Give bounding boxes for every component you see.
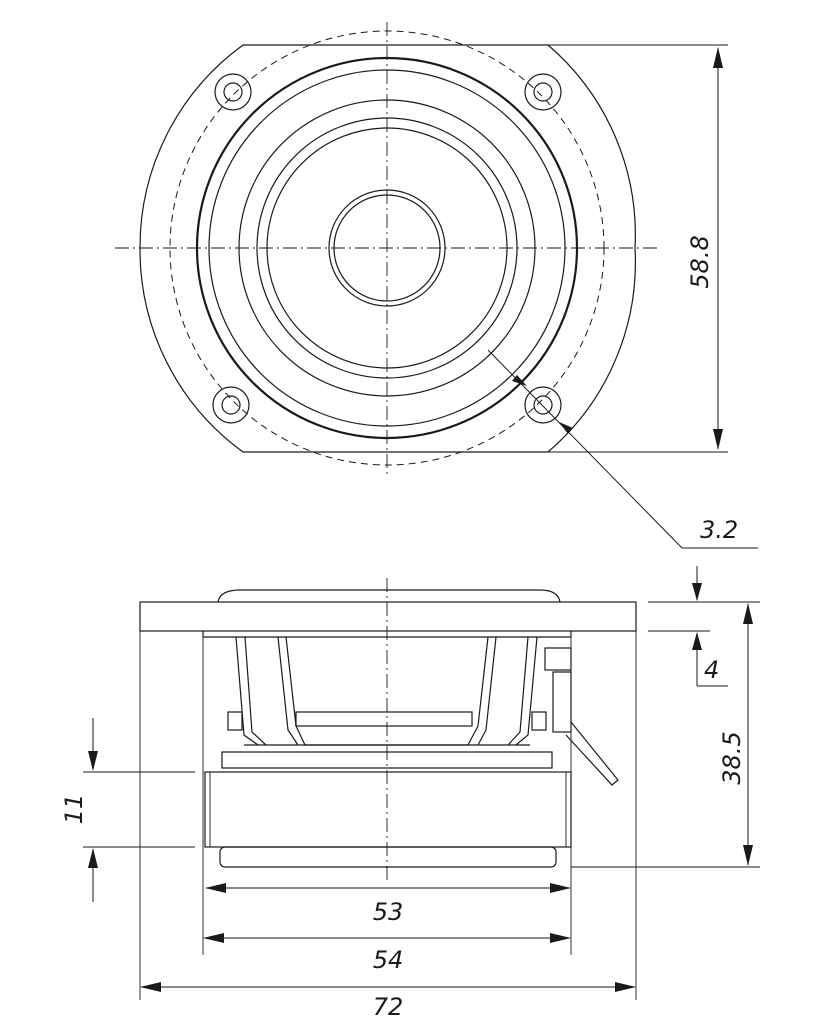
front-view: 3.2 58.8 — [115, 22, 758, 549]
hole-diameter-leader — [487, 349, 758, 549]
overall-width-dimension — [140, 982, 636, 992]
side-surround — [217, 589, 561, 603]
magnet-diameter-dimension — [205, 883, 571, 893]
total-depth-label: 38.5 — [718, 731, 746, 784]
side-magnet — [204, 771, 572, 848]
mounting-hole-bottom-left — [212, 386, 250, 424]
mounting-hole-top-left — [214, 73, 252, 111]
hole-diameter-label: 3.2 — [700, 516, 738, 544]
flange-thickness-label: 4 — [704, 656, 719, 684]
mounting-hole-bottom-right — [524, 386, 562, 424]
front-flange-outline — [139, 44, 636, 453]
flange-thickness-dimension — [648, 566, 760, 687]
basket-diameter-label: 54 — [373, 946, 404, 974]
side-bottom-plate — [219, 846, 557, 868]
mount-height-dimension — [548, 44, 728, 453]
side-basket — [227, 636, 619, 786]
magnet-diameter-label: 53 — [373, 898, 404, 926]
mount-height-label: 58.8 — [686, 235, 714, 288]
magnet-height-dimension — [83, 718, 195, 902]
total-depth-dimension — [571, 603, 760, 868]
mounting-hole-top-right — [524, 73, 562, 111]
side-view: 4 38.5 11 53 — [60, 566, 760, 1021]
overall-width-label: 72 — [373, 993, 404, 1021]
magnet-height-label: 11 — [60, 794, 88, 825]
basket-diameter-dimension — [203, 933, 571, 943]
side-flange — [139, 601, 637, 632]
